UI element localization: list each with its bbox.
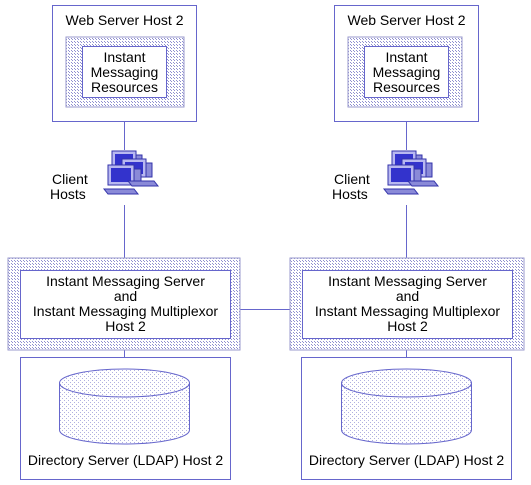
right-directory-box [301,357,512,480]
left-web-server-box [52,5,197,122]
right-im-resources-label: Instant Messaging Resources [372,49,441,95]
left-im-server-box [7,257,241,351]
left-client-hosts-label: Client Hosts [50,171,88,202]
left-im-server-label: Instant Messaging Server and Instant Mes… [32,273,219,334]
right-web-server-box [334,5,479,122]
right-web-server-label: Web Server Host 2 [347,12,466,28]
left-im-resources-label: Instant Messaging Resources [90,49,159,95]
left-directory-box [20,357,231,480]
left-directory-label: Directory Server (LDAP) Host 2 [27,452,224,468]
right-client-hosts-icon [383,150,439,195]
right-client-hosts-label: Client Hosts [332,171,370,202]
left-web-server-label: Web Server Host 2 [65,12,184,28]
connector-lines [124,122,407,357]
right-im-server-box [289,257,525,351]
right-im-server-label: Instant Messaging Server and Instant Mes… [314,273,501,334]
right-directory-label: Directory Server (LDAP) Host 2 [308,452,505,468]
left-client-hosts-icon [103,150,159,195]
